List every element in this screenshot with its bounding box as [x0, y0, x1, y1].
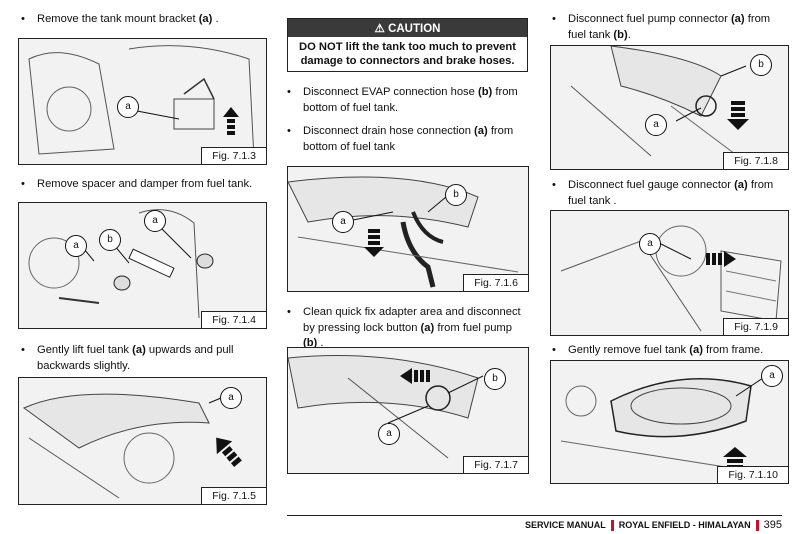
figure-label: Fig. 7.1.5: [201, 487, 266, 504]
step-disconnect-evap: •Disconnect EVAP connection hose (b) fro…: [287, 86, 518, 114]
caution-text: DO NOT lift the tank too much to prevent…: [299, 41, 516, 67]
remove-tank-illustration: [551, 361, 788, 483]
callout-a: a: [117, 96, 139, 118]
diagonal-up-arrow-icon: [216, 437, 242, 467]
pump-connector-illustration: [551, 46, 788, 169]
callout-b: b: [750, 54, 772, 76]
callout-a: a: [761, 365, 783, 387]
figure-7-1-4: a b a Fig. 7.1.4: [18, 202, 267, 329]
figure-7-1-10: a Fig. 7.1.10: [550, 360, 789, 484]
down-arrow-icon: [727, 101, 749, 130]
right-arrow-icon: [706, 251, 736, 267]
figure-7-1-3: a Fig. 7.1.3: [18, 38, 267, 165]
step-disconnect-gauge: •Disconnect fuel gauge connector (a) fro…: [552, 179, 774, 207]
callout-a: a: [220, 387, 242, 409]
figure-7-1-7: a b Fig. 7.1.7: [287, 347, 529, 474]
step-remove-tank: •Gently remove fuel tank (a) from frame.: [552, 344, 764, 356]
page-footer: SERVICE MANUAL ROYAL ENFIELD - HIMALAYAN…: [525, 519, 782, 531]
quick-fix-illustration: [288, 348, 528, 473]
callout-a: a: [645, 114, 667, 136]
footer-manual: SERVICE MANUAL: [524, 520, 606, 530]
footer-divider: [287, 515, 782, 516]
footer-separator: [610, 519, 614, 531]
step-quick-fix-adapter: •Clean quick fix adapter area and discon…: [287, 306, 521, 349]
figure-7-1-8: a b Fig. 7.1.8: [550, 45, 789, 170]
step-disconnect-drain: •Disconnect drain hose connection (a) fr…: [287, 125, 514, 153]
figure-label: Fig. 7.1.3: [201, 147, 266, 164]
callout-a: a: [144, 210, 166, 232]
callout-b: b: [99, 229, 121, 251]
callout-a: a: [332, 211, 354, 233]
step-disconnect-pump-connector: •Disconnect fuel pump connector (a) from…: [552, 13, 771, 41]
figure-label: Fig. 7.1.6: [463, 274, 528, 291]
caution-box: ⚠ CAUTION DO NOT lift the tank too much …: [287, 18, 528, 72]
figure-label: Fig. 7.1.9: [723, 318, 788, 335]
figure-7-1-6: a b Fig. 7.1.6: [287, 166, 529, 292]
footer-brand: ROYAL ENFIELD - HIMALAYAN: [618, 520, 751, 530]
figure-label: Fig. 7.1.10: [717, 466, 788, 483]
up-arrow-icon: [223, 107, 239, 135]
hose-illustration: [288, 167, 528, 291]
figure-label: Fig. 7.1.7: [463, 456, 528, 473]
step-remove-spacer: •Remove spacer and damper from fuel tank…: [21, 178, 253, 190]
footer-separator: [755, 519, 759, 531]
callout-b: b: [484, 368, 506, 390]
left-arrow-icon: [400, 368, 430, 384]
callout-a: a: [639, 233, 661, 255]
step-remove-bracket: •Remove the tank mount bracket (a) .: [21, 13, 219, 25]
figure-label: Fig. 7.1.8: [723, 152, 788, 169]
callout-b: b: [445, 184, 467, 206]
caution-header: ⚠ CAUTION: [288, 19, 527, 37]
down-arrow-icon: [364, 229, 384, 257]
warning-triangle-icon: ⚠: [374, 23, 385, 35]
gauge-connector-illustration: [551, 211, 788, 335]
callout-a: a: [378, 423, 400, 445]
step-lift-tank: •Gently lift fuel tank (a) upwards and p…: [21, 344, 234, 372]
figure-7-1-9: a Fig. 7.1.9: [550, 210, 789, 336]
callout-a: a: [65, 235, 87, 257]
figure-label: Fig. 7.1.4: [201, 311, 266, 328]
page-number: 395: [763, 519, 782, 531]
tank-bracket-illustration: [19, 39, 266, 164]
figure-7-1-5: a Fig. 7.1.5: [18, 377, 267, 505]
spacer-damper-illustration: [19, 203, 266, 328]
